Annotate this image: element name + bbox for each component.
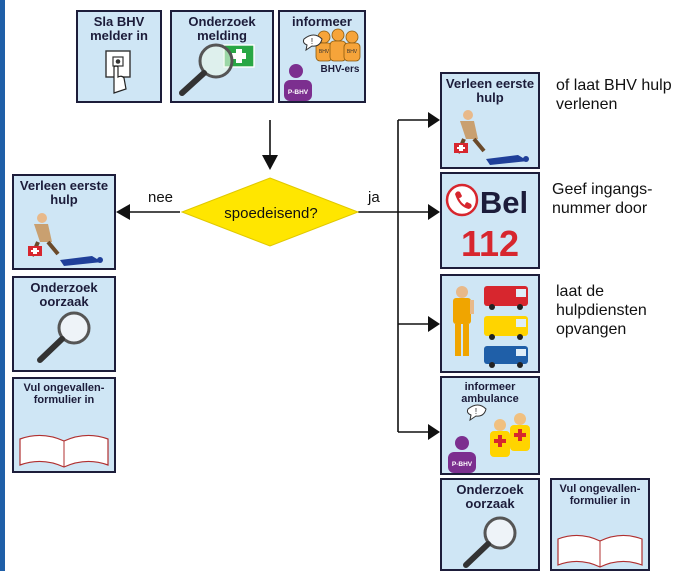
card-right-cause: Onderzoek oorzaak — [440, 478, 540, 571]
card-title: Onderzoek oorzaak — [30, 280, 98, 309]
card-title: informeer ambulance — [461, 381, 519, 405]
card-title: Sla BHV melder in — [90, 14, 148, 43]
first-aid-scene-icon — [454, 110, 529, 165]
card-inform: informeer BHV BHV ! P-BHV BHV-ers — [278, 10, 366, 103]
arrow-right-icon — [428, 204, 440, 220]
emergency-vehicles-icon — [453, 286, 528, 368]
people-group-icon: BHV BHV ! P-BHV BHV-ers — [284, 28, 361, 101]
card-alarm: Sla BHV melder in — [76, 10, 162, 103]
arrow-right-icon — [428, 424, 440, 440]
card-emergency-services — [440, 274, 540, 373]
card-investigate: Onderzoek melding — [170, 10, 274, 103]
card-title: Onderzoek melding — [188, 14, 256, 43]
card-left-cause: Onderzoek oorzaak — [12, 276, 116, 372]
magnifier-icon — [463, 516, 517, 568]
call-number: 112 — [461, 223, 519, 264]
arrow-left-icon — [116, 204, 130, 220]
arrow-right-icon — [428, 112, 440, 128]
people-group-icon: ! P-BHV — [448, 404, 530, 473]
magnifier-icon — [37, 311, 91, 363]
phone-icon: Bel 112 — [445, 183, 528, 264]
svg-text:BHV: BHV — [319, 49, 330, 55]
decision-diamond — [180, 177, 360, 247]
card-left-form: Vul ongevallen-formulier in — [12, 377, 116, 473]
svg-text:P-BHV: P-BHV — [288, 89, 309, 96]
card-title: Onderzoek oorzaak — [456, 482, 524, 511]
svg-text:!: ! — [311, 37, 313, 46]
card-right-form: Vul ongevallen-formulier in — [550, 478, 650, 571]
card-title: Verleen eerste hulp — [445, 76, 535, 105]
edge-label-no: nee — [148, 189, 174, 206]
svg-text:BHV: BHV — [347, 49, 358, 55]
note-call: Geef ingangs-nummer door — [552, 181, 653, 217]
card-title: Vul ongevallen-formulier in — [559, 483, 641, 507]
first-aid-scene-icon — [28, 213, 103, 266]
decision-label: spoedeisend? — [224, 205, 317, 222]
card-title: Vul ongevallen-formulier in — [23, 382, 105, 406]
card-call-112: Bel 112 — [440, 172, 540, 269]
edge-label-yes: ja — [368, 189, 380, 206]
call-word: Bel — [480, 185, 528, 220]
arrow-down-icon — [262, 155, 278, 170]
magnifier-first-aid-icon — [179, 43, 255, 96]
svg-text:!: ! — [475, 407, 477, 416]
card-right-first-aid: Verleen eerste hulp — [440, 72, 540, 169]
card-inform-ambulance: informeer ambulance ! P-BHV — [440, 376, 540, 475]
open-book-icon — [19, 434, 109, 468]
arrow-right-icon — [428, 316, 440, 332]
note-first-aid: of laat BHV hulp verlenen — [556, 77, 672, 113]
open-book-icon — [557, 534, 643, 568]
note-services: laat de hulpdiensten opvangen — [556, 283, 647, 338]
svg-text:P-BHV: P-BHV — [452, 461, 473, 468]
alarm-button-icon — [105, 50, 131, 94]
card-title: informeer — [292, 14, 352, 29]
svg-text:BHV-ers: BHV-ers — [321, 64, 360, 75]
card-left-first-aid: Verleen eerste hulp — [12, 174, 116, 270]
card-title: Verleen eerste hulp — [19, 178, 109, 207]
left-accent-bar — [0, 0, 5, 571]
